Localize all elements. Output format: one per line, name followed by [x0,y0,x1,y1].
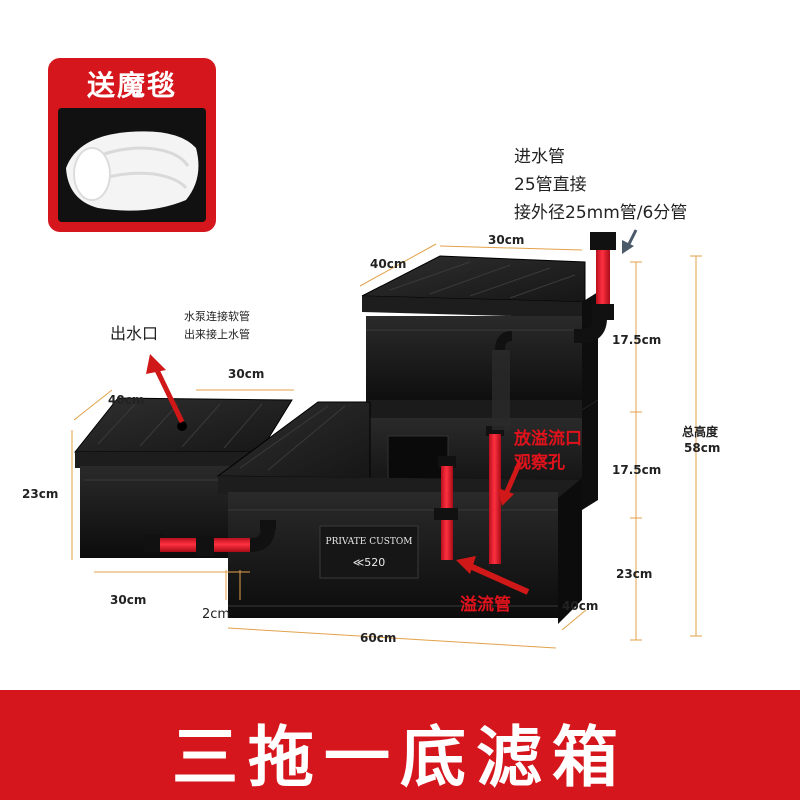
dim-gap: 2cm [202,607,231,622]
outlet-label: 出水口 [110,324,159,343]
dim-tier-bottom: 23cm [616,567,653,581]
upper-box [361,255,598,410]
pump-note-line2: 出来接上水管 [184,328,250,341]
inlet-line2: 接外径25mm管/6分管 [514,203,688,223]
dim-tier-mid: 17.5cm [612,463,662,477]
dim-tier-top: 17.5cm [612,333,662,347]
overflow-port-line2: 观察孔 [514,453,565,473]
dim-bottom-depth: 40cm [562,599,599,613]
dim-left-bottom-width: 30cm [110,593,147,607]
annotation-arrows [146,229,638,595]
dim-left-depth: 40cm [108,393,145,407]
dim-top-width: 30cm [488,233,525,247]
dim-top-depth: 40cm [370,257,407,271]
inlet-line1: 25管直接 [514,175,587,195]
filter-mat-image [58,108,206,222]
title-banner: 三拖一底滤箱 [0,690,800,800]
dim-bottom-length: 60cm [360,631,397,645]
total-height-label: 总高度 [682,425,719,439]
box-label-line1: PRIVATE CUSTOM [326,537,413,547]
banner-title: 三拖一底滤箱 [172,719,628,796]
bottom-box: PRIVATE CUSTOM ≪520 [216,401,582,624]
gift-badge-label: 送魔毯 [86,69,177,102]
dim-left-height: 23cm [22,487,59,501]
inlet-title: 进水管 [514,147,565,167]
total-height-value: 58cm [684,441,721,455]
overflow-port-line1: 放溢流口 [514,429,582,449]
overflow-pipe-label: 溢流管 [460,595,511,615]
dim-left-width: 30cm [228,367,265,381]
pump-note-line1: 水泵连接软管 [184,310,250,323]
box-label-line2: ≪520 [353,556,386,569]
dimension-lines [71,243,702,649]
pipes [144,232,616,564]
gift-badge: 送魔毯 [48,58,216,232]
